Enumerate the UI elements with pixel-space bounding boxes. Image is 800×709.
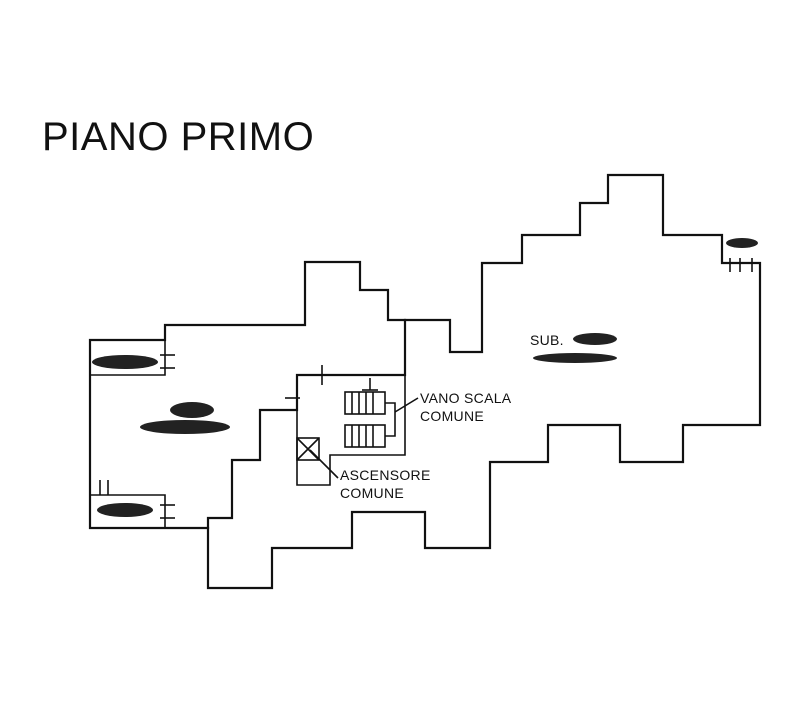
vano-scala-label-2: COMUNE [420, 408, 484, 424]
elevator-leader-line [309, 449, 339, 479]
door-marks [99, 258, 753, 519]
stair-leader-line [394, 397, 419, 413]
ascensore-label-2: COMUNE [340, 485, 404, 501]
vano-scala-label-1: VANO SCALA [420, 390, 512, 406]
left-unit-partition-top [90, 340, 166, 376]
right-unit-outline [206, 173, 762, 590]
redaction-marks [92, 238, 758, 517]
staircase-icon [344, 391, 396, 448]
plan-title: PIANO PRIMO [42, 115, 314, 159]
left-unit-partition-bottom [90, 494, 166, 528]
stair-core-outline [296, 374, 406, 486]
ascensore-label-1: ASCENSORE [340, 467, 431, 483]
sub-label: SUB. [530, 332, 564, 348]
